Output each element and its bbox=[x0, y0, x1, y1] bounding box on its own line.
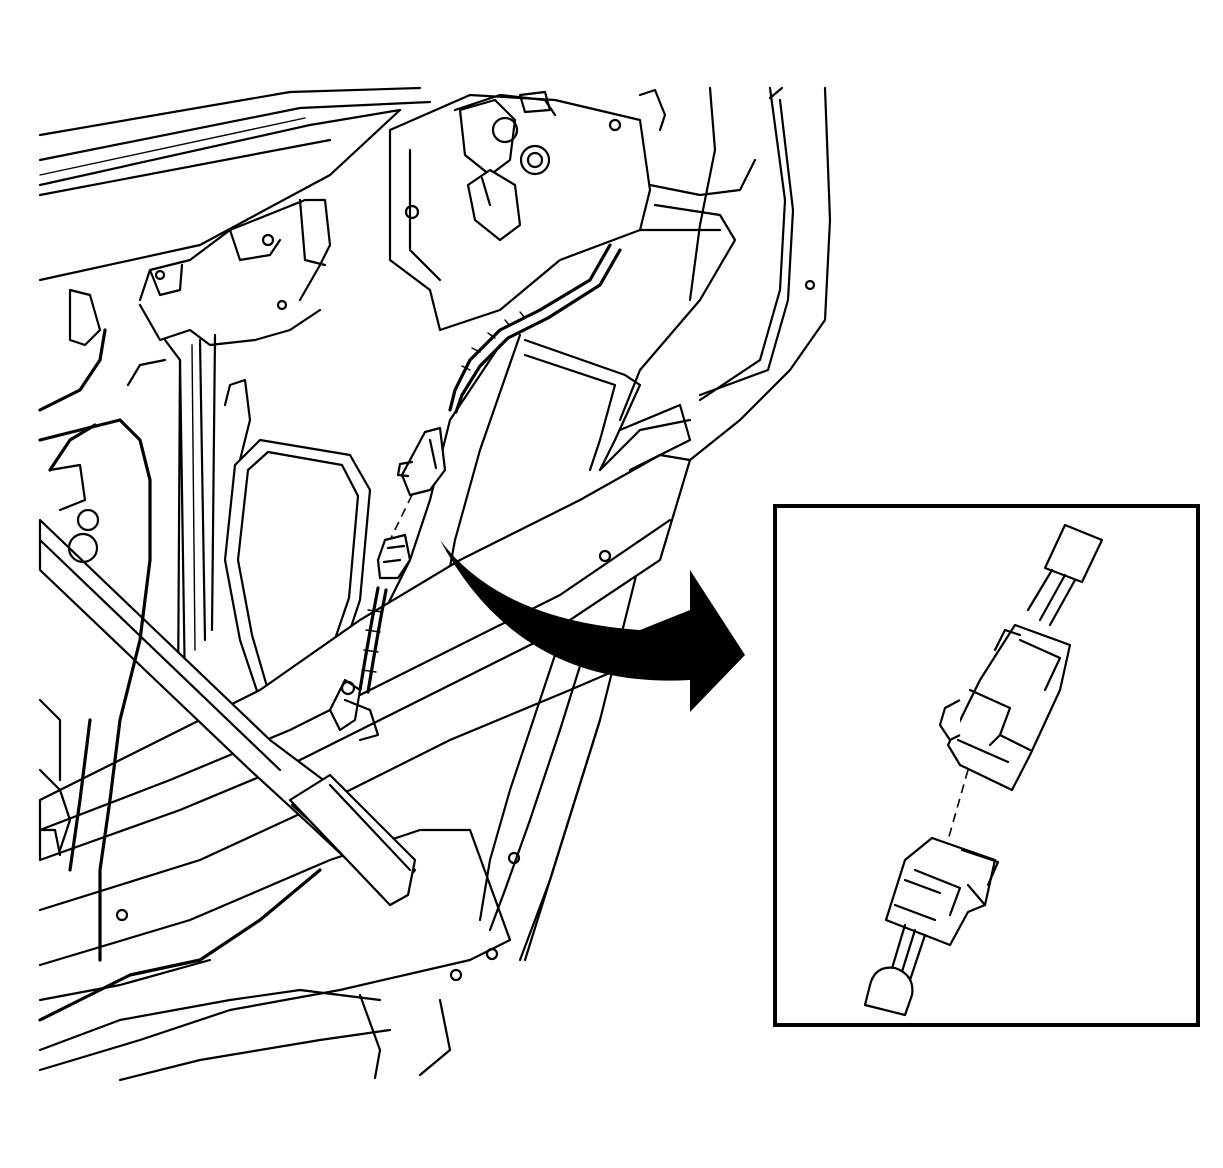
detail-lower-wire bbox=[863, 923, 927, 1017]
upper-mounting-bracket bbox=[388, 88, 667, 332]
door-wiring-harness bbox=[358, 243, 622, 694]
detail-upper-connector bbox=[938, 623, 1072, 792]
left-wiring-harness bbox=[38, 288, 322, 1022]
detail-alignment-line bbox=[947, 769, 969, 841]
diagonal-crossbar bbox=[38, 518, 417, 907]
connector-detail-inset bbox=[773, 504, 1200, 1027]
door-inner-edge bbox=[618, 158, 757, 422]
module-panel bbox=[138, 198, 332, 347]
callout-arrow bbox=[440, 540, 745, 712]
detail-lower-connector bbox=[884, 836, 1000, 947]
door-upper-rail bbox=[38, 86, 432, 282]
window-regulator-channel bbox=[163, 333, 217, 702]
detail-upper-boot bbox=[1026, 523, 1104, 627]
door-bottom-sill bbox=[38, 958, 452, 1082]
harness-clip bbox=[328, 678, 380, 742]
door-inner-panel-view bbox=[38, 86, 832, 1082]
harness-connector-pair bbox=[376, 426, 447, 580]
